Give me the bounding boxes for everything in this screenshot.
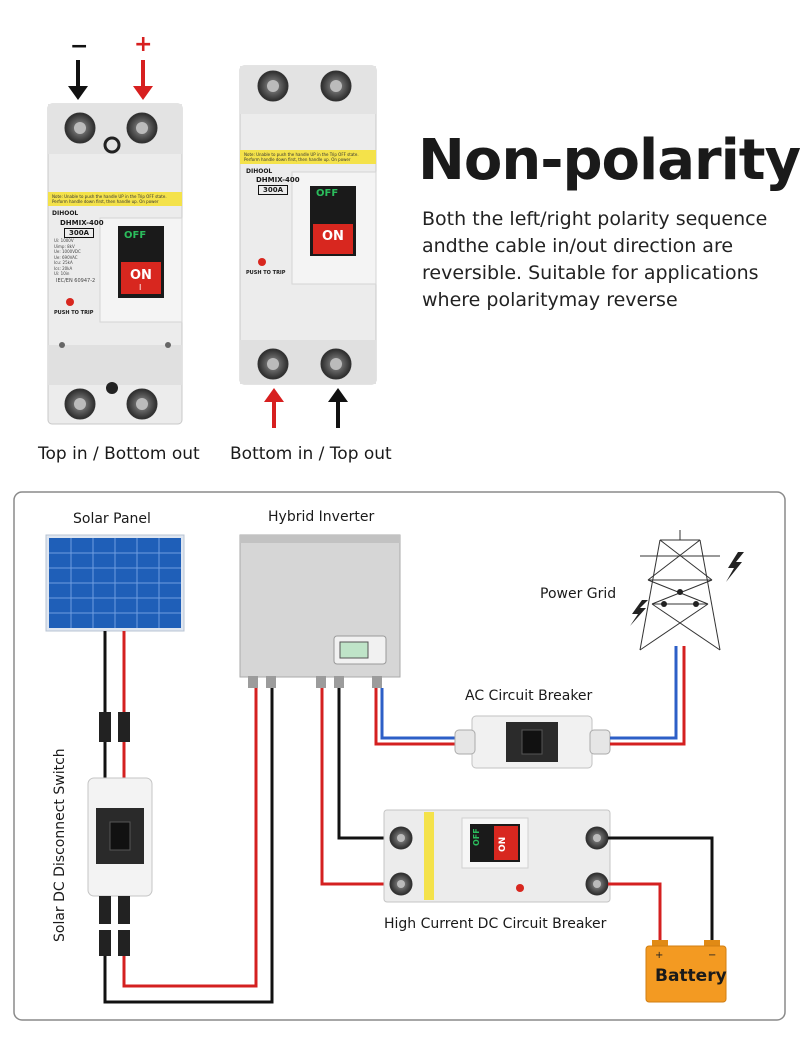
- arrow-minus-in: [68, 60, 88, 100]
- description-line: where polaritymay reverse: [422, 289, 678, 311]
- breaker-right-brand: DIHOOL: [246, 168, 273, 175]
- svg-text:−: −: [708, 950, 716, 961]
- battery: + −: [645, 940, 727, 1003]
- breaker-left-brand: DIHOOL: [52, 210, 79, 217]
- caption-top-in-bottom-out: Top in / Bottom out: [38, 444, 200, 464]
- breaker-left: [47, 103, 183, 425]
- breaker-right-note: Note: Unable to push the handle UP in th…: [244, 152, 359, 162]
- ac-circuit-breaker: [454, 715, 611, 769]
- dc-breaker-off: OFF: [472, 828, 481, 846]
- description-line: andthe cable in/out direction are: [422, 235, 734, 257]
- label-hybrid-inverter: Hybrid Inverter: [268, 509, 375, 525]
- breaker-illustrations: [47, 60, 377, 428]
- breaker-left-model: DHMIX-400: [60, 219, 104, 227]
- label-dc-breaker: High Current DC Circuit Breaker: [384, 916, 607, 932]
- label-battery: Battery: [655, 966, 727, 986]
- minus-sign: −: [70, 34, 89, 59]
- arrow-plus-in: [133, 60, 153, 100]
- dc-disconnect-switch: [87, 777, 153, 897]
- lightning-icon: [726, 552, 744, 582]
- breaker-right-push-to-trip: PUSH TO TRIP: [246, 270, 286, 276]
- breaker-left-rating: 300A: [64, 228, 95, 238]
- dc-circuit-breaker: [383, 809, 611, 903]
- arrow-red-up: [264, 388, 284, 428]
- plus-sign: +: [134, 32, 153, 57]
- breaker-left-push-to-trip: PUSH TO TRIP: [54, 310, 94, 316]
- breaker-right-rating: 300A: [258, 185, 289, 195]
- page-title: Non-polarity: [418, 128, 800, 193]
- caption-bottom-in-top-out: Bottom in / Top out: [230, 444, 392, 464]
- svg-text:+: +: [655, 950, 663, 961]
- breaker-right: [239, 65, 377, 385]
- dc-breaker-on: ON: [498, 836, 508, 852]
- breaker-right-model: DHMIX-400: [256, 176, 300, 184]
- breaker-left-note: Note: Unable to push the handle UP in th…: [52, 194, 167, 204]
- label-ac-breaker: AC Circuit Breaker: [465, 688, 593, 704]
- breaker-left-on: ON: [130, 268, 152, 283]
- breaker-right-off: OFF: [316, 188, 339, 199]
- breaker-left-on-symbol: I: [139, 283, 142, 292]
- breaker-left-off: OFF: [124, 230, 147, 241]
- label-dc-switch: Solar DC Disconnect Switch: [52, 748, 68, 942]
- arrow-black-up: [328, 388, 348, 428]
- description-line: reversible. Suitable for applications: [422, 262, 759, 284]
- diagram-frame: [13, 491, 786, 1021]
- breaker-right-on: ON: [322, 229, 344, 244]
- lightning-icon: [630, 600, 648, 626]
- solar-panel: [45, 534, 185, 632]
- label-solar-panel: Solar Panel: [73, 511, 151, 527]
- description-line: Both the left/right polarity sequence: [422, 208, 768, 230]
- label-power-grid: Power Grid: [540, 586, 617, 602]
- breaker-left-standard: IEC/EN 60947-2: [56, 278, 96, 284]
- hybrid-inverter: [239, 534, 401, 688]
- description: Both the left/right polarity sequence an…: [422, 206, 792, 314]
